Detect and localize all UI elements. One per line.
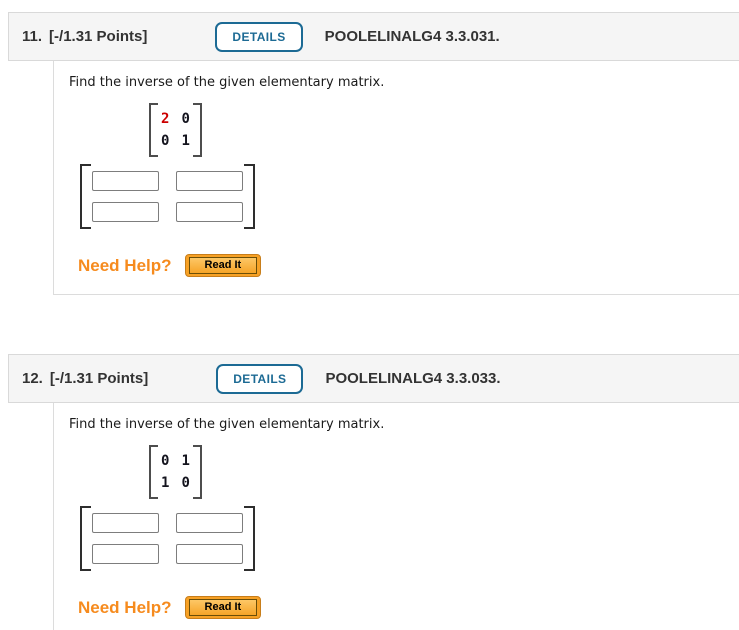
matrix-row: 0 1 <box>161 130 190 152</box>
question-number: 12. <box>22 370 43 387</box>
question-body: Find the inverse of the given elementary… <box>53 61 739 295</box>
matrix-cell-r1c1: 1 <box>181 133 190 149</box>
read-it-label: Read It <box>188 599 258 616</box>
answer-input-r1c1[interactable] <box>176 544 243 564</box>
answer-input-r0c1[interactable] <box>176 513 243 533</box>
answer-matrix <box>80 506 255 571</box>
answer-input-r1c0[interactable] <box>92 202 159 222</box>
question-header: 11. [-/1.31 Points] DETAILS POOLELINALG4… <box>8 12 739 61</box>
matrix-cell-r1c0: 1 <box>161 475 170 491</box>
answer-grid <box>92 171 243 222</box>
given-matrix: 2 0 0 1 <box>149 103 202 157</box>
matrix-cell-r0c1: 0 <box>181 111 190 127</box>
matrix-cell-r0c0: 2 <box>161 111 170 127</box>
details-button[interactable]: DETAILS <box>215 21 303 52</box>
matrix-cell-r1c0: 0 <box>161 133 170 149</box>
question-title: POOLELINALG4 3.3.033. <box>325 370 501 387</box>
answer-input-r1c1[interactable] <box>176 202 243 222</box>
section-gap <box>0 295 739 354</box>
matrix-cell-r0c0: 0 <box>161 453 170 469</box>
points-label: [-/1.31 Points] <box>49 28 148 45</box>
need-help-label: Need Help? <box>78 597 172 617</box>
need-help-row: Need Help? Read It <box>78 254 739 277</box>
details-button[interactable]: DETAILS <box>216 363 304 394</box>
question-number: 11. <box>22 28 43 45</box>
problem-11-section: 11. [-/1.31 Points] DETAILS POOLELINALG4… <box>0 12 739 295</box>
prompt-text: Find the inverse of the given elementary… <box>69 417 385 432</box>
answer-matrix <box>80 164 255 229</box>
answer-input-r0c1[interactable] <box>176 171 243 191</box>
read-it-button[interactable]: Read It <box>184 254 262 277</box>
matrix-cell-r1c1: 0 <box>181 475 190 491</box>
matrix-row: 0 1 <box>161 450 190 472</box>
answer-input-r0c0[interactable] <box>92 171 159 191</box>
answer-grid <box>92 513 243 564</box>
points-label: [-/1.31 Points] <box>49 370 149 387</box>
prompt-text: Find the inverse of the given elementary… <box>69 75 385 90</box>
question-header: 12. [-/1.31 Points] DETAILS POOLELINALG4… <box>8 354 739 403</box>
problem-12-section: 12. [-/1.31 Points] DETAILS POOLELINALG4… <box>0 354 739 630</box>
need-help-row: Need Help? Read It <box>78 596 739 619</box>
question-body: Find the inverse of the given elementary… <box>53 403 739 630</box>
given-matrix: 0 1 1 0 <box>149 445 202 499</box>
answer-input-r1c0[interactable] <box>92 544 159 564</box>
need-help-label: Need Help? <box>78 255 172 275</box>
matrix-cell-r0c1: 1 <box>181 453 190 469</box>
question-title: POOLELINALG4 3.3.031. <box>324 28 500 45</box>
answer-input-r0c0[interactable] <box>92 513 159 533</box>
read-it-label: Read It <box>188 257 258 274</box>
read-it-button[interactable]: Read It <box>184 596 262 619</box>
matrix-row: 2 0 <box>161 108 190 130</box>
matrix-row: 1 0 <box>161 472 190 494</box>
